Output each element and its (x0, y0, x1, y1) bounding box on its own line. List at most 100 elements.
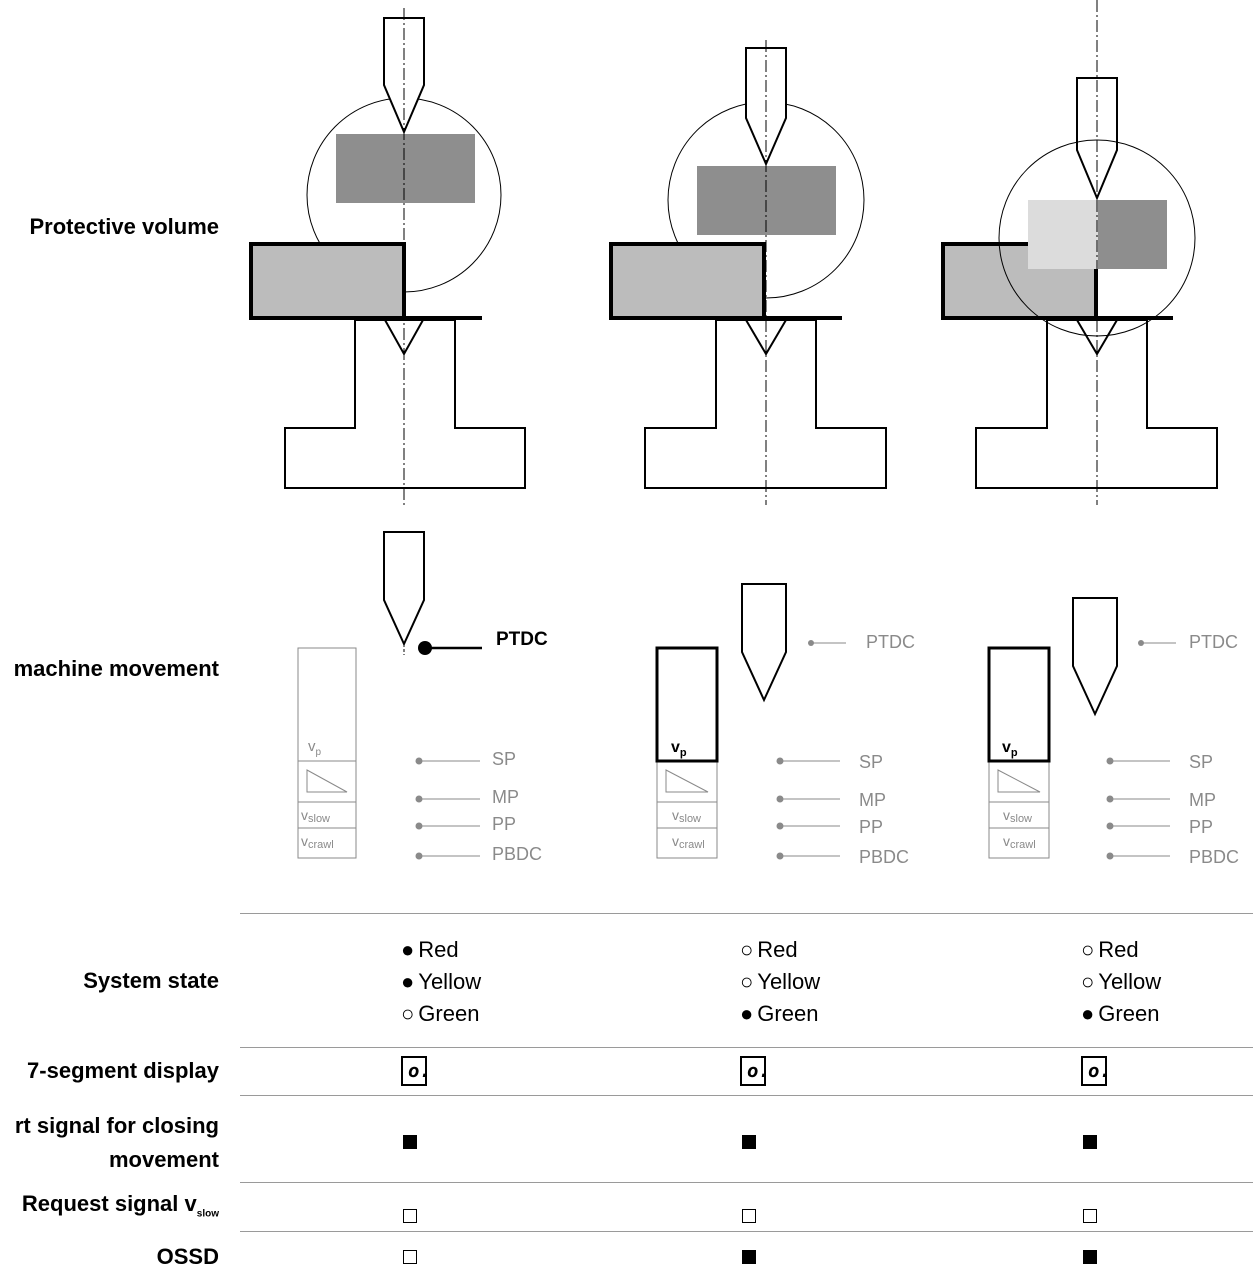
mp-label-3: MP (1189, 790, 1216, 810)
press-panel-1 (249, 8, 526, 505)
vp-label-3: vp (1002, 739, 1018, 759)
speed-bar-1 (297, 647, 357, 859)
label-start-signal-line1: rt signal for closing (14, 1113, 219, 1138)
state-yellow-3: ○Yellow (1081, 966, 1161, 998)
seven-segment-value-1: o. (408, 1060, 431, 1082)
movement-panel-1: PTDC vp vslow vcrawl SP MP PP PBDC (297, 531, 548, 864)
protective-field-1 (336, 134, 475, 203)
start-signal-indicator-1 (403, 1135, 417, 1149)
pp-label-1: PP (492, 814, 516, 834)
state-yellow-label-2: Yellow (757, 969, 821, 994)
state-red-label-1: Red (418, 937, 459, 962)
ossd-indicator-3 (1083, 1250, 1097, 1264)
indicator-dot-yellow-2: ○ (740, 969, 754, 994)
protective-volume-diagrams (249, 0, 1218, 505)
workpiece-2 (609, 242, 766, 320)
v-groove-2 (745, 319, 787, 356)
vslow-label-1: vslow (301, 807, 330, 825)
position-markers-3 (1106, 757, 1170, 860)
divider-top (240, 913, 1253, 914)
state-green-1: ○Green (401, 998, 481, 1030)
mp-label-2: MP (859, 790, 886, 810)
indicator-dot-red-3: ○ (1081, 937, 1095, 962)
label-system-state: System state (83, 968, 219, 993)
state-yellow-2: ○Yellow (740, 966, 820, 998)
label-machine-movement: machine movement (13, 656, 219, 681)
request-vslow-indicator-3 (1083, 1209, 1097, 1223)
movement-tool-1 (383, 531, 425, 647)
movement-panel-2: PTDC vp vslow vcrawl SP MP PP PBDC (655, 583, 915, 867)
pbdc-label-1: PBDC (492, 844, 542, 864)
ptdc-label-2: PTDC (866, 632, 915, 652)
ossd-indicator-2 (742, 1250, 756, 1264)
machine-movement-diagrams: PTDC vp vslow vcrawl SP MP PP PBDC PTDC … (297, 531, 1239, 867)
v-groove-3 (1076, 319, 1118, 356)
state-green-label-1: Green (418, 1001, 480, 1026)
state-red-1: ●Red (401, 934, 481, 966)
sp-label-3: SP (1189, 752, 1213, 772)
vp-label-2: vp (671, 739, 687, 759)
movement-tool-3 (1072, 597, 1118, 717)
state-yellow-1: ●Yellow (401, 966, 481, 998)
start-signal-indicator-3 (1083, 1135, 1097, 1149)
label-start-signal-line2: movement (108, 1147, 219, 1172)
seven-segment-value-2: o. (747, 1060, 770, 1082)
label-request-signal-sub: slow (196, 1208, 219, 1220)
indicator-dot-yellow-3: ○ (1081, 969, 1095, 994)
press-panel-3 (941, 0, 1218, 505)
seven-segment-display-1: o. (401, 1056, 431, 1086)
vp-box-2 (655, 646, 719, 763)
system-state-col-1: ●Red ●Yellow ○Green (401, 934, 481, 1030)
label-request-signal-main: Request signal v (21, 1191, 197, 1216)
label-ossd: OSSD (156, 1244, 219, 1269)
indicator-dot-green-2: ● (740, 1001, 754, 1026)
vslow-label-3: vslow (1003, 807, 1032, 825)
vcrawl-label-1: vcrawl (301, 833, 334, 851)
indicator-dot-red-1: ● (401, 937, 415, 962)
state-red-label-3: Red (1098, 937, 1139, 962)
divider-state (240, 1047, 1253, 1048)
vp-box-3 (987, 646, 1051, 763)
ptdc-label-1: PTDC (496, 629, 548, 650)
state-green-3: ●Green (1081, 998, 1161, 1030)
ptdc-label-3: PTDC (1189, 632, 1238, 652)
indicator-dot-yellow-1: ● (401, 969, 415, 994)
seven-segment-display-3: o. (1081, 1056, 1111, 1086)
sp-label-2: SP (859, 752, 883, 772)
ramp-icon-3 (997, 769, 1041, 793)
label-protective-volume: Protective volume (29, 214, 219, 239)
movement-panel-3: PTDC vp vslow vcrawl SP MP PP PBDC (987, 597, 1239, 867)
upper-tool-3 (1076, 77, 1118, 201)
vcrawl-label-3: vcrawl (1003, 833, 1036, 851)
indicator-dot-red-2: ○ (740, 937, 754, 962)
lower-die-1 (284, 319, 526, 489)
protective-field-3-light (1028, 200, 1098, 269)
position-markers-2 (776, 757, 840, 860)
divider-display (240, 1095, 1253, 1096)
state-red-2: ○Red (740, 934, 820, 966)
workpiece-1 (249, 242, 406, 320)
request-vslow-indicator-2 (742, 1209, 756, 1223)
state-yellow-label-3: Yellow (1098, 969, 1162, 994)
ramp-icon-1 (306, 769, 348, 793)
divider-start (240, 1182, 1253, 1183)
seven-segment-value-3: o. (1088, 1060, 1111, 1082)
request-vslow-indicator-1 (403, 1209, 417, 1223)
start-signal-indicator-2 (742, 1135, 756, 1149)
label-seven-segment: 7-segment display (27, 1058, 219, 1083)
mp-label-1: MP (492, 787, 519, 807)
indicator-dot-green-1: ○ (401, 1001, 415, 1026)
state-green-label-3: Green (1098, 1001, 1160, 1026)
vp-label-1: vp (308, 738, 322, 758)
state-red-label-2: Red (757, 937, 798, 962)
pp-label-2: PP (859, 817, 883, 837)
system-state-col-2: ○Red ○Yellow ●Green (740, 934, 820, 1030)
state-red-3: ○Red (1081, 934, 1161, 966)
protective-field-3-dark (1098, 200, 1167, 269)
ramp-icon-2 (665, 769, 709, 793)
pp-label-3: PP (1189, 817, 1213, 837)
seven-segment-display-2: o. (740, 1056, 770, 1086)
ossd-indicator-1 (403, 1250, 417, 1264)
state-green-2: ●Green (740, 998, 820, 1030)
pbdc-label-2: PBDC (859, 847, 909, 867)
